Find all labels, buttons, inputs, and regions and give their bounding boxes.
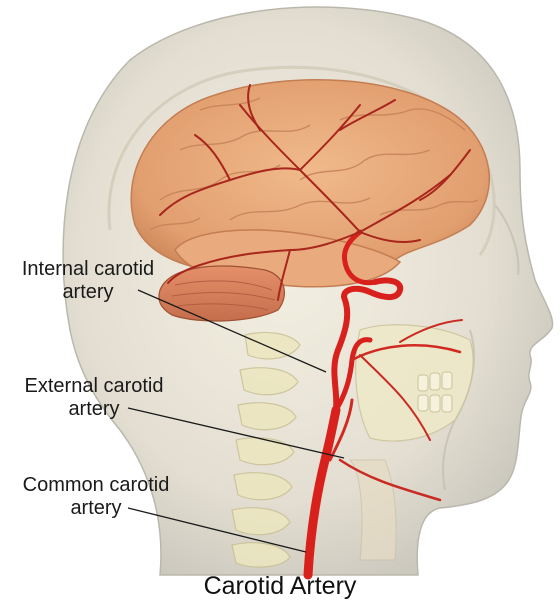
label-internal-line2: artery (4, 281, 172, 304)
label-external-line2: artery (2, 398, 186, 421)
label-common-carotid: Common carotid artery (4, 474, 188, 520)
label-external-line1: External carotid (2, 375, 186, 398)
label-common-line2: artery (4, 497, 188, 520)
label-external-carotid: External carotid artery (2, 375, 186, 421)
diagram-title: Carotid Artery (0, 572, 560, 601)
label-internal-carotid: Internal carotid artery (4, 258, 172, 304)
label-common-line1: Common carotid (4, 474, 188, 497)
label-internal-line1: Internal carotid (4, 258, 172, 281)
